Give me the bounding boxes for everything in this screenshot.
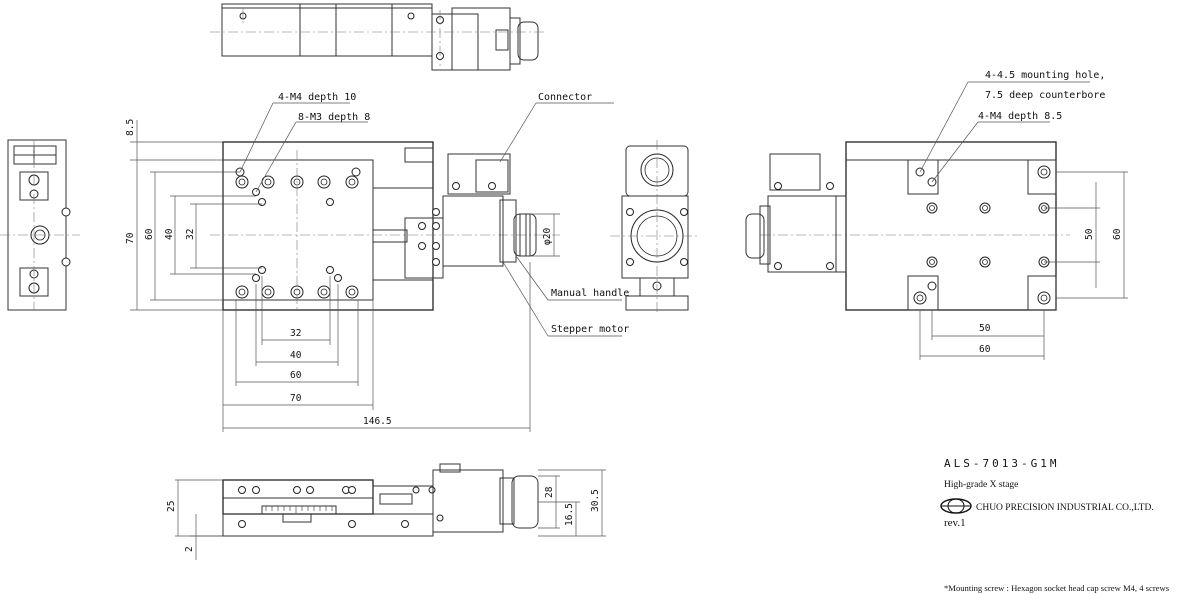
dim-right-50v: 50 (1084, 228, 1095, 240)
callout-stepper-motor: Stepper motor (551, 324, 629, 335)
callout-m4-depth85: 4-M4 depth 8.5 (978, 111, 1062, 122)
model-number: ALS-7013-G1M (944, 457, 1059, 470)
main-view-dimensions (130, 102, 622, 432)
company-name: CHUO PRECISION INDUSTRIAL CO.,LTD. (976, 503, 1154, 513)
callout-mounting-hole-2: 7.5 deep counterbore (985, 90, 1105, 101)
dim-height-60: 60 (144, 228, 155, 240)
dim-width-60: 60 (290, 370, 302, 381)
dim-right-60h: 60 (979, 344, 991, 355)
company-logo (940, 498, 972, 514)
footnote: *Mounting screw : Hexagon socket head ca… (944, 583, 1170, 593)
dim-side-2: 2 (184, 546, 195, 552)
title-block: ALS-7013-G1M High-grade X stage CHUO PRE… (940, 457, 1154, 529)
dim-right-50h: 50 (979, 323, 991, 334)
callout-manual-handle: Manual handle (551, 288, 629, 299)
callout-m4-depth10: 4-M4 depth 10 (278, 92, 356, 103)
top-view (210, 3, 545, 71)
dim-height-32: 32 (185, 229, 196, 240)
dim-handle-dia: φ20 (542, 228, 553, 245)
right-bottom-view (745, 81, 1128, 360)
revision: rev.1 (944, 517, 966, 529)
dim-top-offset: 8.5 (125, 119, 136, 136)
stage-description: High-grade X stage (944, 480, 1018, 490)
motor-end-view (610, 140, 700, 315)
dim-right-60v: 60 (1112, 228, 1123, 240)
main-plan-view (210, 141, 560, 311)
callout-labels: 4-M4 depth 10 8-M3 depth 8 Connector Man… (278, 70, 1105, 335)
left-end-view (0, 139, 80, 311)
dim-width-146: 146.5 (363, 416, 392, 427)
dim-height-70: 70 (125, 232, 136, 244)
dim-side-25: 25 (166, 501, 177, 512)
dimension-labels: 8.5 70 60 40 32 32 40 60 70 146.5 φ20 50… (125, 119, 1123, 552)
callout-mounting-hole-1: 4-4.5 mounting hole, (985, 70, 1105, 81)
dim-height-40: 40 (164, 228, 175, 240)
callout-m3-depth8: 8-M3 depth 8 (298, 112, 370, 123)
scale-ticks (265, 506, 333, 513)
dim-side-28: 28 (544, 486, 555, 498)
dim-side-30: 30.5 (590, 489, 601, 512)
callout-connector: Connector (538, 92, 592, 103)
dim-width-40: 40 (290, 350, 302, 361)
dim-width-32: 32 (290, 328, 301, 339)
dim-side-16: 16.5 (564, 503, 575, 526)
side-view (175, 463, 606, 560)
dim-width-70: 70 (290, 393, 302, 404)
